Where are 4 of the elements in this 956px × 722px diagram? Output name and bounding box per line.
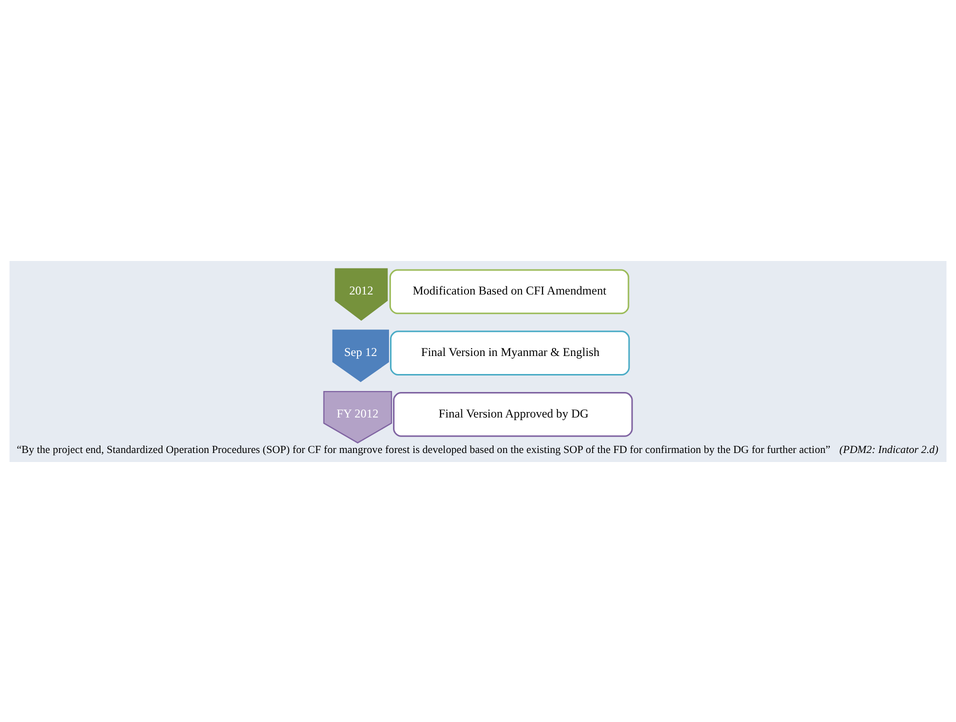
node-box: Modification Based on CFI Amendment — [389, 268, 630, 314]
caption: “By the project end, Standardized Operation Procedures (SOP) for CF for mangrove forest is developed based on the existing SOP of the FD for confirmation by the DG for further action” (PDM2: Indicator 2.d) — [16, 444, 938, 456]
node-box: Final Version Approved by DG — [393, 392, 633, 436]
node-box: Final Version in Myanmar & English — [390, 330, 630, 375]
